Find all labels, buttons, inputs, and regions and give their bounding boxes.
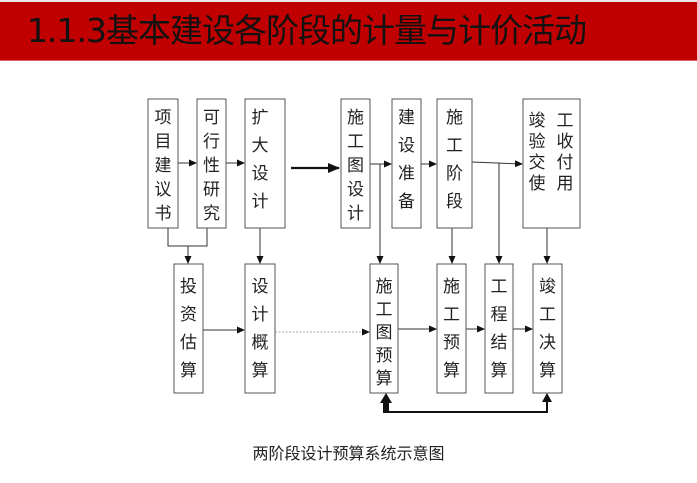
stage-box-label: 施工阶段 bbox=[446, 108, 463, 212]
stage-box-frame bbox=[244, 98, 286, 229]
stage-box-construction-phase: 施工阶段 bbox=[436, 98, 473, 229]
stage-box-frame bbox=[340, 98, 371, 229]
estimate-box-label: 竣工决算 bbox=[539, 277, 556, 381]
stage-box-label: 竣验交使工收付用 bbox=[529, 111, 574, 194]
estimate-box-label: 工程结算 bbox=[491, 277, 508, 381]
estimate-box-label: 施工图预算 bbox=[376, 277, 393, 389]
estimate-box-label: 设计概算 bbox=[252, 277, 269, 381]
stage-box-construction-prep: 建设准备 bbox=[391, 98, 422, 229]
loop-arrowhead-right bbox=[542, 393, 552, 402]
title-banner: 1.1.3基本建设各阶段的计量与计价活动 bbox=[0, 2, 697, 61]
estimate-box-drawing-budget: 施工图预算 bbox=[369, 263, 399, 394]
estimate-box-label: 施工预算 bbox=[443, 277, 460, 381]
stage-box-label: 扩大设计 bbox=[252, 108, 269, 212]
stage-box-construction-drawing: 施工图设计 bbox=[340, 98, 371, 229]
estimate-box-frame bbox=[369, 263, 399, 394]
stage-box-label: 建设准备 bbox=[398, 108, 415, 212]
loop-arrowhead-left bbox=[380, 393, 392, 403]
slide-title: 1.1.3基本建设各阶段的计量与计价活动 bbox=[27, 11, 587, 50]
estimate-box-frame bbox=[244, 263, 276, 394]
stage-box-label: 项目建议书 bbox=[155, 108, 172, 224]
estimate-box-design-budget-estimate: 设计概算 bbox=[244, 263, 276, 394]
loop-thick-left bbox=[383, 401, 389, 413]
estimate-box-project-settlement: 工程结算 bbox=[484, 263, 514, 394]
comparison-loop-line bbox=[385, 396, 548, 413]
estimate-box-final-accounts: 竣工决算 bbox=[532, 263, 563, 394]
stage-box-label: 施工图设计 bbox=[347, 108, 364, 224]
estimate-box-construction-budget: 施工预算 bbox=[436, 263, 467, 394]
stage-box-frame bbox=[522, 98, 581, 229]
estimate-box-frame bbox=[532, 263, 563, 394]
stage-box-feasibility: 可行性研究 bbox=[196, 98, 227, 229]
estimate-box-label: 投资估算 bbox=[180, 277, 197, 381]
stage-box-label: 可行性研究 bbox=[203, 108, 220, 224]
estimate-box-frame bbox=[484, 263, 514, 394]
stage-box-completion-handover: 竣验交使工收付用 bbox=[522, 98, 581, 229]
stage-box-preliminary-design: 扩大设计 bbox=[244, 98, 286, 229]
stage-box-proposal: 项目建议书 bbox=[147, 98, 179, 229]
estimate-box-frame bbox=[436, 263, 467, 394]
stage-box-frame bbox=[391, 98, 422, 229]
top-border bbox=[0, 0, 697, 2]
estimate-box-frame bbox=[173, 263, 204, 394]
stage-box-frame bbox=[147, 98, 179, 229]
stage-boxes: 项目建议书 可行性研究 扩大设计 施工图设计 建设准备 施工阶段 竣验交使工收付用 bbox=[147, 98, 581, 229]
merge-to-investment-estimate bbox=[167, 228, 208, 247]
estimate-box-investment-estimate: 投资估算 bbox=[173, 263, 204, 394]
connectors bbox=[167, 159, 552, 413]
stage-box-frame bbox=[436, 98, 473, 229]
diagram-caption: 两阶段设计预算系统示意图 bbox=[252, 444, 445, 463]
stage-box-frame bbox=[196, 98, 227, 229]
estimate-boxes: 投资估算 设计概算 施工图预算 施工预算 工程结算 竣工决算 bbox=[173, 263, 563, 394]
arrow-construction-to-completion bbox=[471, 160, 523, 168]
